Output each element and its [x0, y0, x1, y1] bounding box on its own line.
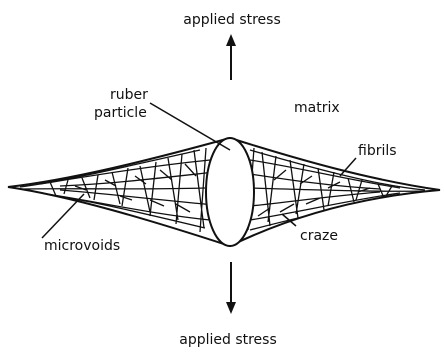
- rubber-particle-label-line2: particle: [94, 105, 147, 121]
- matrix-label: matrix: [294, 100, 340, 116]
- applied-stress-arrow-top: [226, 34, 236, 80]
- microvoids-label: microvoids: [44, 238, 120, 254]
- applied-stress-label-bottom: applied stress: [179, 332, 277, 348]
- rubber-particle: [206, 138, 254, 246]
- applied-stress-arrow-bottom: [226, 262, 236, 314]
- fibrils-label: fibrils: [358, 143, 397, 159]
- microvoids-leader: [42, 194, 84, 238]
- craze-label: craze: [300, 228, 338, 244]
- rubber-particle-label-line1: ruber: [110, 87, 148, 103]
- applied-stress-label-top: applied stress: [183, 12, 281, 28]
- rubber-particle-leader: [150, 103, 230, 150]
